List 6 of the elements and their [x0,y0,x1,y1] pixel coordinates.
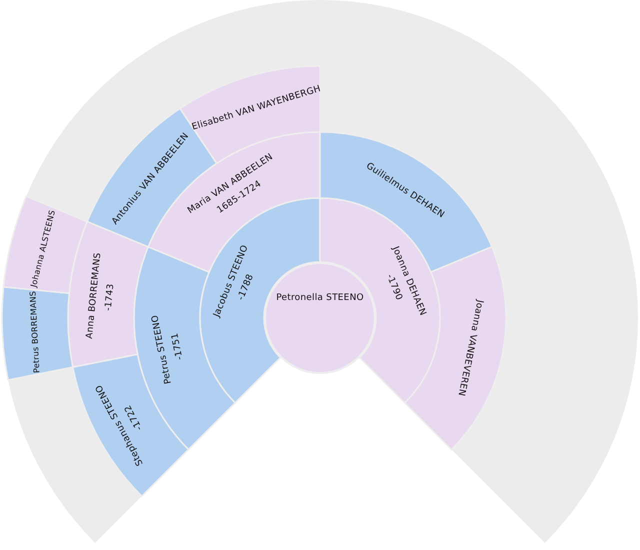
life-dates: -1790 [384,272,404,302]
life-dates: -1751 [170,332,186,361]
life-dates: -1743 [104,283,117,312]
person-name: Anna BORREMANS [84,252,104,340]
person-name: Petronella STEENO [276,292,364,304]
person-name: Petrus BORREMANS [28,290,42,374]
